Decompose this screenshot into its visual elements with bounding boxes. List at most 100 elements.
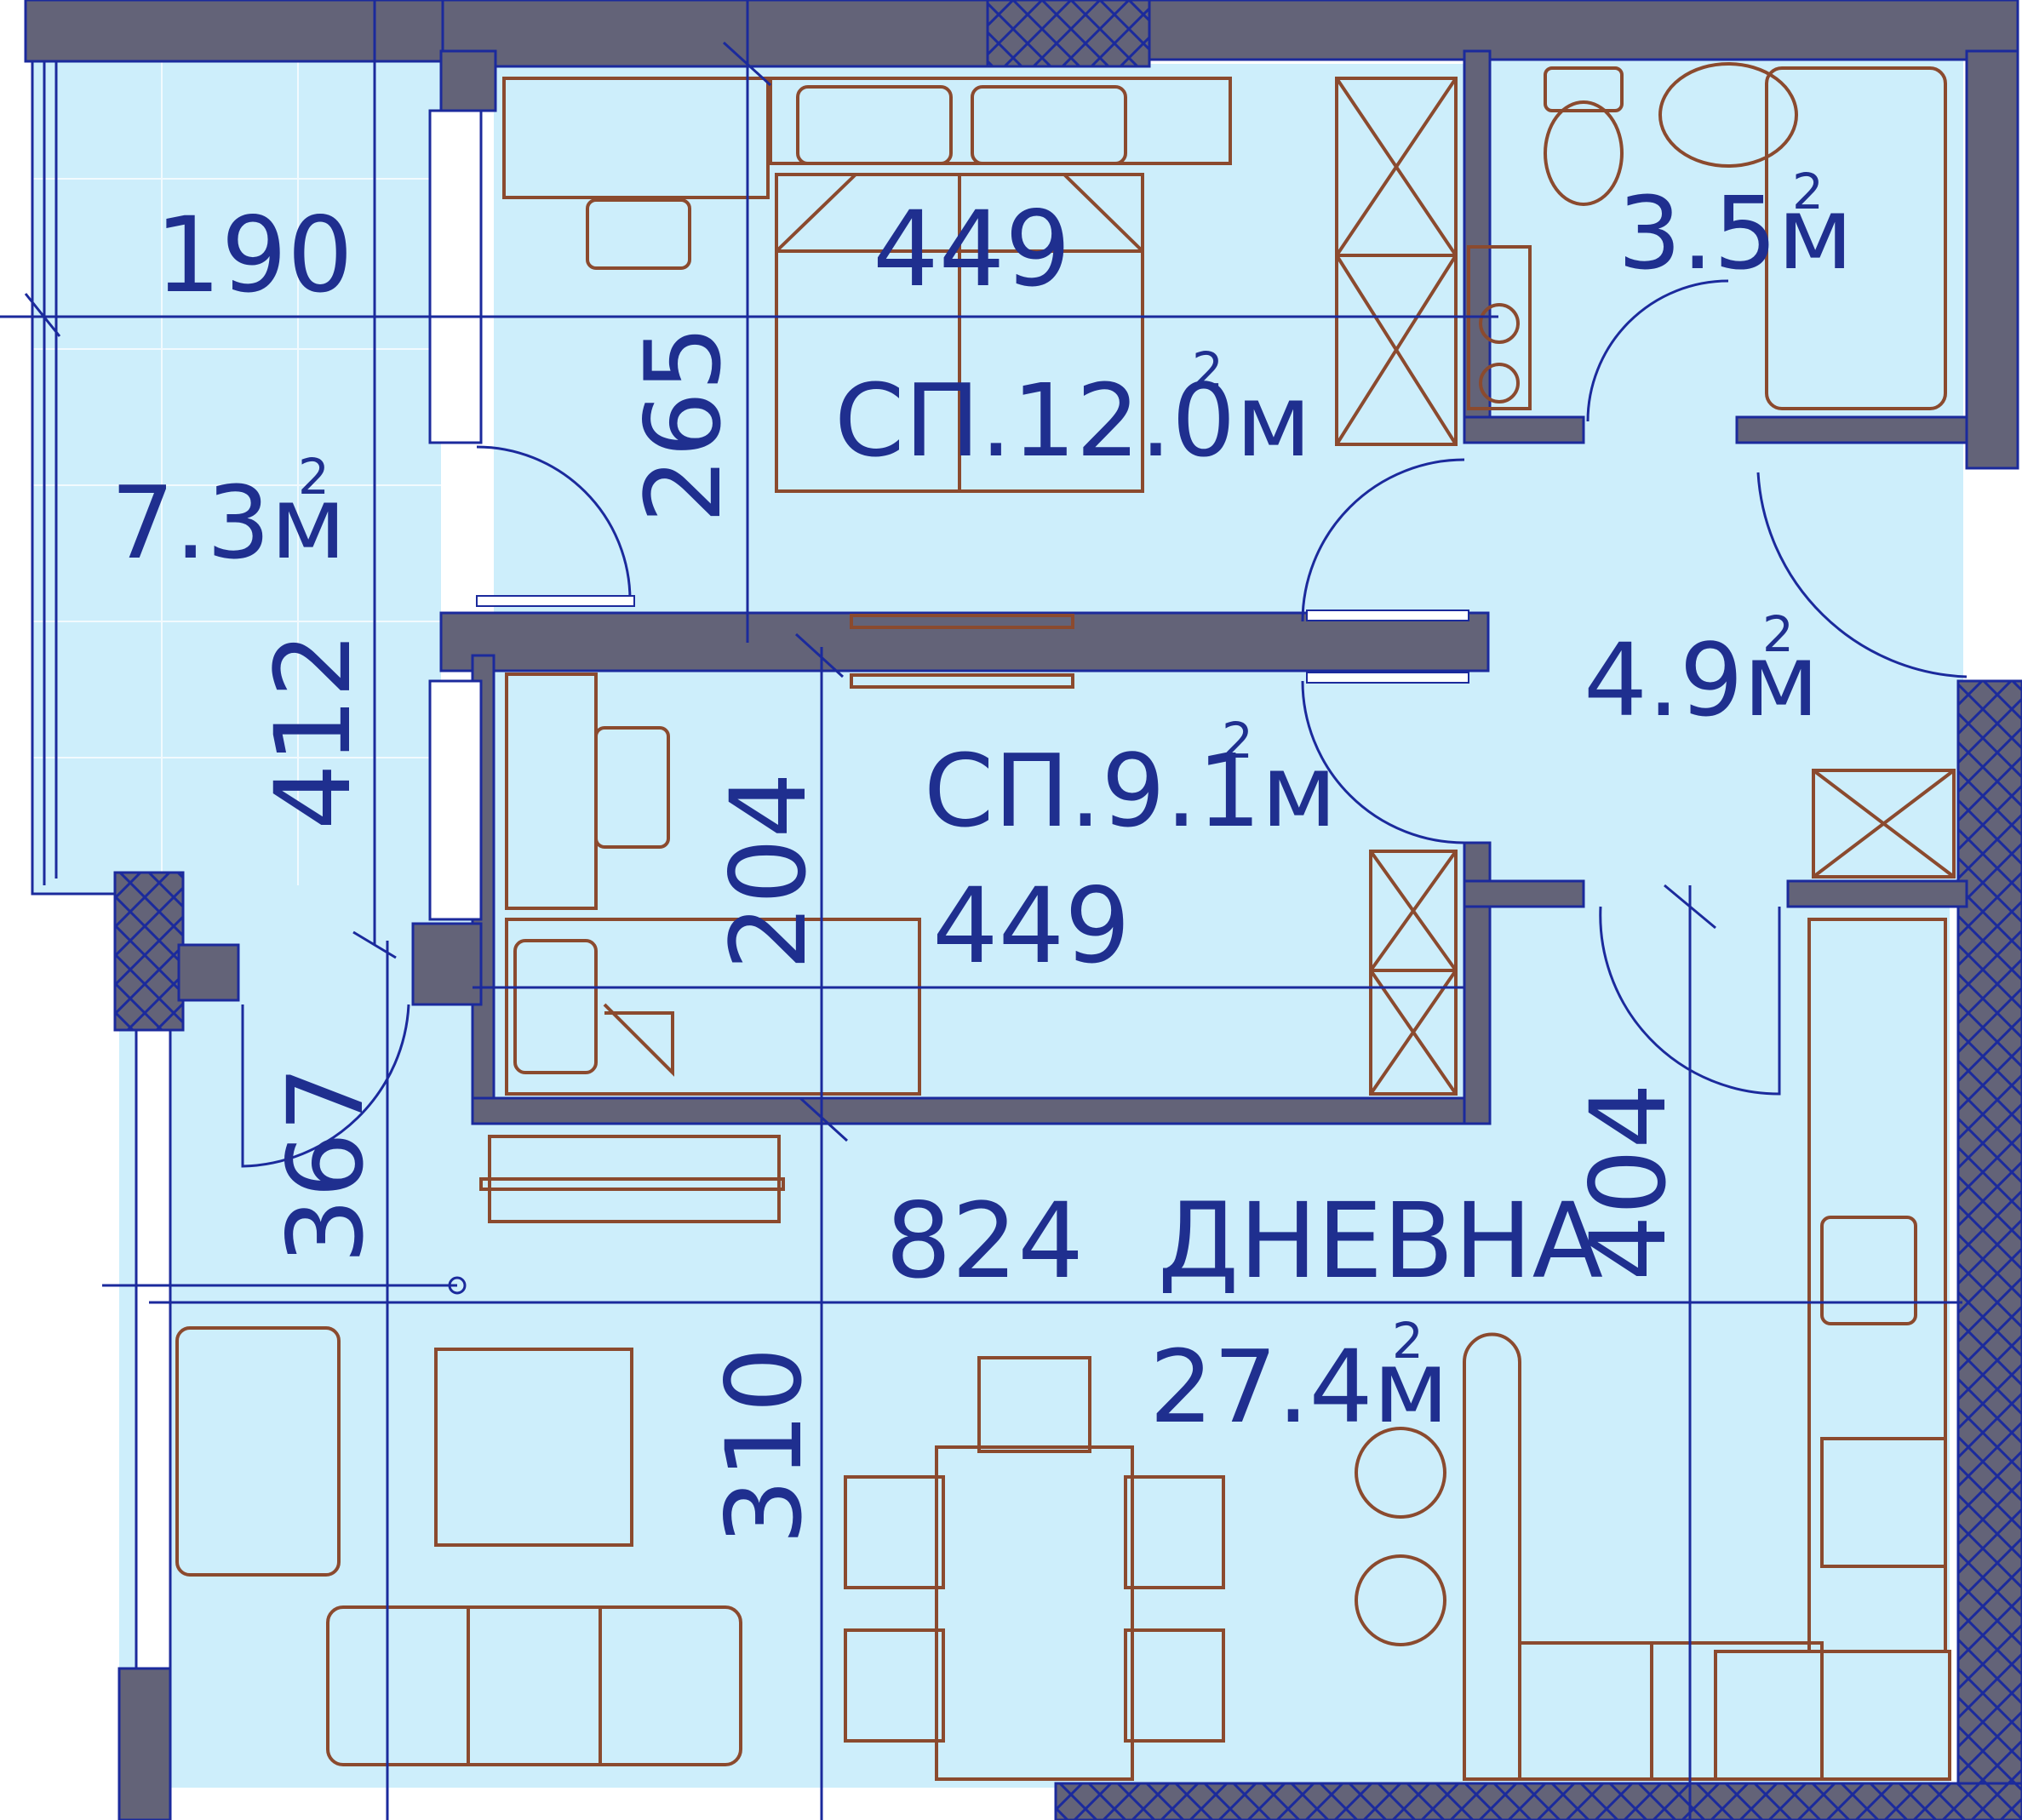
chair-bed1 <box>586 198 691 270</box>
dim-living-depth: 310 <box>704 1347 825 1545</box>
dim-balcony-width: 190 <box>155 195 353 316</box>
kitchen-sink <box>1820 1216 1917 1325</box>
wall-left-notch <box>177 943 240 1002</box>
stove <box>1714 1650 1951 1781</box>
stool-1 <box>1355 1427 1446 1519</box>
toilet-bowl <box>1544 100 1624 206</box>
door-kitchen <box>1599 906 1781 1096</box>
chair-left-2 <box>844 1628 945 1743</box>
wall-bath-bottom-left <box>1463 415 1585 444</box>
bed-single-fold <box>603 1003 674 1077</box>
chair-left-1 <box>844 1475 945 1589</box>
wall-hall-stub <box>1463 879 1585 908</box>
door-bedroom2-leaf <box>1306 672 1469 684</box>
wardrobe-bed2-x <box>1369 850 1458 1096</box>
bathroom-floor <box>1488 60 1963 417</box>
washer-drum-top <box>1479 303 1520 344</box>
window-balcony-bed1 <box>428 109 483 444</box>
wall-top-right <box>1148 0 2019 61</box>
wall-top-duct <box>986 0 1151 68</box>
tv-bed1 <box>850 614 1074 629</box>
door-bedroom1-leaf <box>1306 610 1469 621</box>
wall-entry-stub <box>411 922 483 1006</box>
area-hall: 4.9м <box>1584 621 1819 739</box>
furniture <box>175 62 1956 1781</box>
bedroom1-floor <box>494 64 1464 643</box>
area-bathroom-sup: 2 <box>1792 163 1824 220</box>
wardrobe-bed1-x <box>1335 77 1458 446</box>
hall-cabinet <box>1812 769 1956 879</box>
windows <box>135 109 483 1670</box>
hob <box>1518 1641 1653 1781</box>
door-balcony-leaf <box>476 595 635 607</box>
dining-table <box>935 1445 1134 1781</box>
wall-bedroom2-bottom <box>471 1096 1487 1125</box>
tv-bed2 <box>850 673 1074 689</box>
pillow-left <box>796 85 953 165</box>
wall-left-column <box>113 871 185 1032</box>
dim-bedroom2-width: 449 <box>932 866 1131 987</box>
wall-bedroom-divider <box>439 611 1490 672</box>
desk-bed1 <box>502 77 770 199</box>
door-hall-right <box>1756 472 1968 678</box>
toilet-tank <box>1544 66 1624 112</box>
area-living-sup: 2 <box>1392 1312 1423 1370</box>
area-bathroom: 3.5м <box>1618 175 1853 292</box>
sofa <box>326 1605 742 1766</box>
stool-2 <box>1355 1554 1446 1646</box>
area-bedroom1: СП.12.0м <box>834 362 1311 479</box>
bed-single <box>505 918 921 1096</box>
door-entry <box>241 1004 410 1168</box>
tv-screen <box>479 1177 785 1191</box>
door-bathroom <box>1586 279 1729 422</box>
washer-drum-bottom <box>1479 363 1520 403</box>
chair-right-2 <box>1124 1628 1225 1743</box>
area-balcony: 7.3м <box>111 464 347 581</box>
room-labels: 190 7.3м 2 412 449 СП.12.0м 2 265 3.5м 2… <box>111 163 1853 1545</box>
pillow-right <box>971 85 1127 165</box>
area-living: 27.4м <box>1149 1328 1449 1445</box>
fridge-unit <box>1820 1437 1947 1568</box>
doors <box>241 279 1968 1168</box>
door-balcony <box>476 445 632 602</box>
wall-right-bath <box>1965 49 2019 470</box>
area-balcony-sup: 2 <box>298 448 329 506</box>
wall-top-left <box>24 0 444 63</box>
dim-bedroom2-depth: 204 <box>708 772 829 970</box>
area-bedroom1-sup: 2 <box>1192 341 1223 399</box>
sofa-cushions <box>467 1607 602 1765</box>
dim-bedroom1-width: 449 <box>873 189 1071 310</box>
balcony-floor <box>32 60 441 894</box>
bar-counter <box>1463 1332 1824 1781</box>
sink <box>1658 62 1798 168</box>
wall-right-lower <box>1956 679 2022 1820</box>
door-bedroom2 <box>1301 680 1465 844</box>
room-name-living: ДНЕВНА <box>1158 1181 1603 1302</box>
pillow-single <box>513 939 598 1074</box>
dim-living-right: 404 <box>1568 1083 1689 1281</box>
floor-areas <box>32 60 1963 1788</box>
window-living-left <box>135 1028 172 1670</box>
dim-living-left: 367 <box>266 1066 387 1264</box>
balcony-tiles <box>32 60 441 885</box>
walls <box>24 0 2022 1820</box>
wardrobe-bed1 <box>1335 77 1458 446</box>
chair-right-1 <box>1124 1475 1225 1589</box>
area-bedroom2-sup: 2 <box>1222 712 1253 770</box>
wall-bedroom-left-top <box>439 49 497 112</box>
dim-bedroom1-depth: 265 <box>623 325 744 524</box>
chair-bed2 <box>594 726 670 849</box>
dim-balcony-length: 412 <box>253 632 374 830</box>
door-bedroom1 <box>1301 458 1465 622</box>
balcony-outline <box>31 61 115 896</box>
chair-top <box>977 1356 1091 1453</box>
wall-bottom <box>1054 1782 2022 1820</box>
armchair <box>175 1326 341 1577</box>
area-bedroom2: СП.9.1м <box>924 732 1337 850</box>
coffee-table <box>434 1348 633 1547</box>
hall-floor <box>1447 409 1963 885</box>
hall-cabinet-x <box>1812 769 1956 879</box>
washing-machine <box>1467 245 1532 410</box>
wall-kitchen-stub <box>1786 879 1968 908</box>
